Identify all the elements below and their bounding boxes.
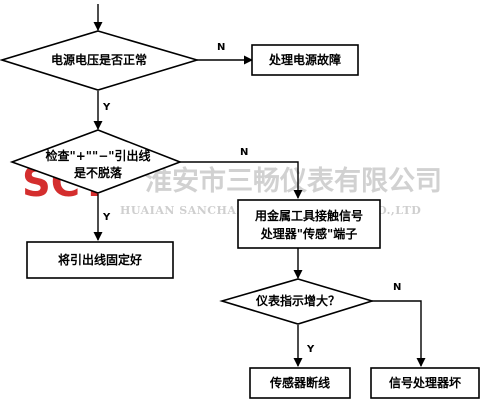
decision-power-voltage: 电源电压是否正常 [0, 30, 200, 91]
label-power-yes: Y [102, 102, 111, 113]
decision-lead-line: 检查"+""−"引出线 是不脱落 [9, 129, 183, 194]
label-lead-no: N [240, 147, 248, 158]
decision-lead-line-text-1: 检查"+""−"引出线 [45, 148, 150, 163]
box-processor-bad: 信号处理器坏 [370, 367, 480, 399]
arrow-meter-no [372, 300, 426, 367]
box-touch-terminal-text-1: 用金属工具接触信号 [254, 208, 363, 223]
watermark-company-cn: 淮安市三畅仪表有限公司 [145, 165, 442, 197]
box-sensor-broken-text: 传感器断线 [269, 375, 330, 390]
connectors [93, 4, 426, 367]
box-power-fault: 处理电源故障 [251, 44, 359, 76]
box-touch-terminal-text-2: 处理器"传感"端子 [260, 226, 358, 241]
label-meter-yes: Y [306, 344, 315, 355]
label-power-no: N [217, 42, 225, 53]
box-touch-terminal: 用金属工具接触信号 处理器"传感"端子 [237, 199, 381, 249]
arrow-lead-no [180, 161, 303, 199]
box-fix-lead-text: 将引出线固定好 [58, 252, 142, 267]
decision-power-voltage-text: 电源电压是否正常 [51, 52, 147, 67]
label-lead-yes: Y [102, 212, 111, 223]
box-power-fault-text: 处理电源故障 [268, 52, 341, 67]
decision-meter-reading-text: 仪表指示增大？ [255, 293, 340, 308]
box-processor-bad-text: 信号处理器坏 [389, 375, 461, 390]
decision-lead-line-text-2: 是不脱落 [73, 165, 123, 180]
box-sensor-broken: 传感器断线 [249, 367, 351, 399]
label-meter-no: N [393, 282, 401, 293]
decision-meter-reading: 仪表指示增大？ [219, 278, 375, 325]
box-fix-lead: 将引出线固定好 [26, 241, 174, 279]
